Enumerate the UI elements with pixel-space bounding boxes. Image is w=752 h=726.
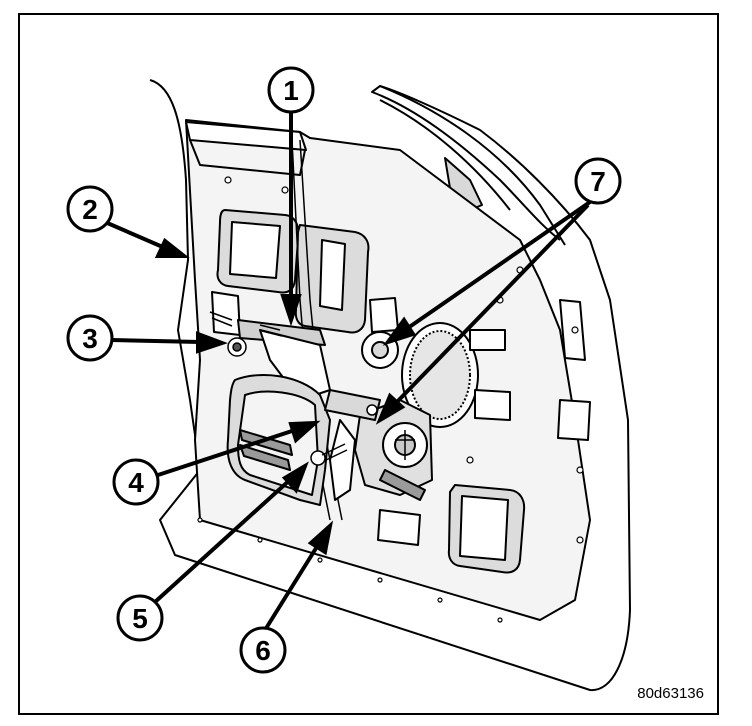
leader-lines xyxy=(104,110,592,632)
figure-code: 80d63136 xyxy=(637,685,704,702)
callout-label: 3 xyxy=(82,323,98,354)
callout-2: 2 xyxy=(66,185,114,233)
hinge-plate xyxy=(237,319,326,346)
callout-4: 4 xyxy=(112,458,160,506)
callout-7: 7 xyxy=(574,157,622,205)
callout-label: 6 xyxy=(255,635,271,666)
callout-label: 4 xyxy=(128,467,144,498)
callout-6: 6 xyxy=(239,626,287,674)
door-outer-shell xyxy=(149,79,631,692)
callout-label: 2 xyxy=(82,194,98,225)
window-frame xyxy=(371,85,566,246)
callout-label: 5 xyxy=(132,603,148,634)
callout-3: 3 xyxy=(66,314,114,362)
callout-label: 7 xyxy=(590,166,606,197)
bolts xyxy=(209,311,378,466)
callout-1: 1 xyxy=(267,66,315,114)
callout-label: 1 xyxy=(283,75,299,106)
door-illustration xyxy=(149,79,631,692)
callout-5: 5 xyxy=(116,594,164,642)
